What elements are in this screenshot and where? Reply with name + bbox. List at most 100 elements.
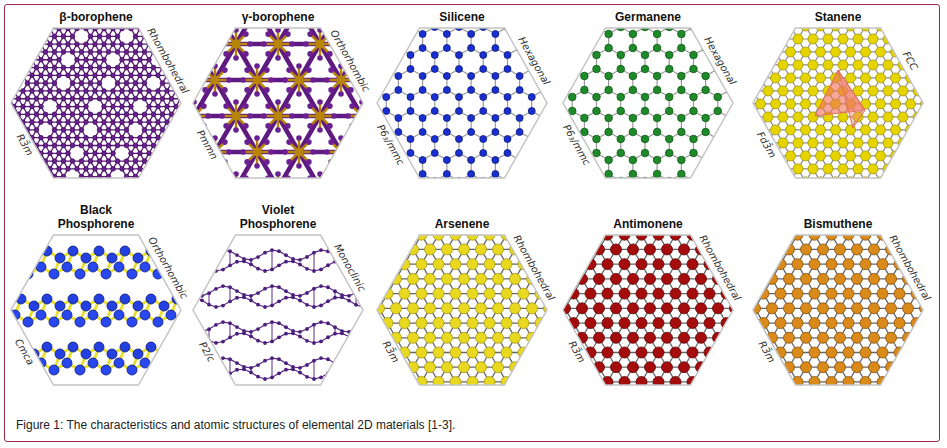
bond-line: [172, 153, 177, 161]
atom-dot: [120, 104, 125, 109]
atom-dot: [129, 73, 134, 78]
bond-line: [46, 21, 51, 29]
atom-dot: [75, 73, 80, 78]
atom-dot: [147, 11, 152, 16]
bond-line: [41, 192, 46, 200]
bond-line: [5, 153, 10, 161]
atom-dot: [151, 65, 156, 70]
atom-dot: [61, 112, 66, 117]
bond-line: [208, 184, 213, 192]
atom-dot: [97, 81, 102, 86]
atom-dot: [39, 26, 44, 31]
atom-dot: [70, 34, 75, 39]
bond-line: [181, 60, 186, 68]
atom-dot: [133, 112, 138, 117]
bond-line: [194, 121, 203, 122]
bond-line: [163, 192, 168, 200]
bond-line: [185, 75, 194, 76]
bond-line: [1, 153, 6, 161]
bond-line: [1, 145, 6, 153]
bond-line: [181, 44, 186, 52]
bond-line: [28, 160, 37, 161]
bond-line: [158, 153, 163, 161]
bond-line: [185, 161, 190, 169]
bond-line: [5, 200, 10, 208]
bond-line: [194, 75, 203, 76]
atom-dot: [30, 57, 35, 62]
bond-line: [91, 184, 96, 192]
atom-dot: [16, 34, 21, 39]
atom-dot: [124, 65, 129, 70]
bond-line: [199, 200, 204, 208]
bond-line: [50, 13, 55, 21]
bond-line: [10, 161, 15, 169]
atom-dot: [142, 50, 147, 55]
bond-line: [0, 75, 5, 76]
bond-line: [14, 153, 23, 154]
bond-line: [149, 168, 158, 169]
atom-dot: [147, 120, 152, 125]
atom-dot: [124, 50, 129, 55]
bond-line: [163, 20, 172, 21]
bond-line: [10, 67, 19, 68]
bond-line: [10, 13, 15, 21]
atom-dot: [93, 73, 98, 78]
bond-line: [181, 21, 186, 29]
atom-dot: [93, 42, 98, 47]
atom-dot: [102, 89, 107, 94]
atom-dot: [3, 89, 8, 94]
bond-line: [59, 184, 68, 185]
bond-line: [37, 176, 46, 177]
bond-line: [140, 21, 145, 29]
bond-line: [100, 192, 109, 193]
atom-dot: [43, 65, 48, 70]
bond-line: [181, 169, 186, 177]
atom-dot: [124, 81, 129, 86]
bond-line: [190, 114, 199, 115]
bond-line: [5, 68, 10, 76]
bond-line: [185, 153, 190, 161]
bond-line: [28, 44, 33, 52]
bond-line: [19, 169, 24, 177]
bond-line: [185, 169, 190, 177]
atom-dot: [75, 89, 80, 94]
atom-dot: [88, 81, 93, 86]
atom-dot: [165, 104, 170, 109]
bond-line: [28, 13, 33, 21]
bond-line: [86, 192, 91, 200]
bond-line: [23, 28, 32, 29]
bond-line: [10, 145, 15, 153]
bond-line: [181, 114, 190, 115]
bond-line: [14, 169, 19, 177]
bond-line: [208, 52, 213, 60]
bond-line: [149, 12, 158, 13]
atom-dot: [120, 120, 125, 125]
bond-line: [176, 121, 185, 122]
bond-line: [32, 44, 41, 45]
atom-dot: [147, 135, 152, 140]
bond-line: [176, 153, 181, 161]
bond-line: [181, 138, 186, 146]
atom-dot: [133, 18, 138, 23]
bond-line: [176, 169, 181, 177]
bond-line: [37, 161, 42, 169]
bond-line: [185, 28, 194, 29]
bond-line: [23, 36, 28, 44]
bond-line: [68, 192, 73, 200]
bond-line: [5, 36, 10, 44]
bond-line: [127, 192, 132, 200]
atom-dot: [102, 73, 107, 78]
atom-dot: [48, 89, 53, 94]
bond-line: [212, 44, 217, 52]
bond-line: [59, 184, 64, 192]
bond-line: [23, 44, 32, 45]
bond-line: [55, 192, 64, 193]
bond-line: [23, 29, 28, 37]
bond-line: [199, 192, 208, 193]
bond-line: [194, 29, 199, 37]
bond-line: [14, 36, 19, 44]
atom-dot: [66, 104, 71, 109]
bond-line: [145, 184, 150, 192]
bond-line: [176, 36, 181, 44]
bond-line: [0, 168, 5, 169]
